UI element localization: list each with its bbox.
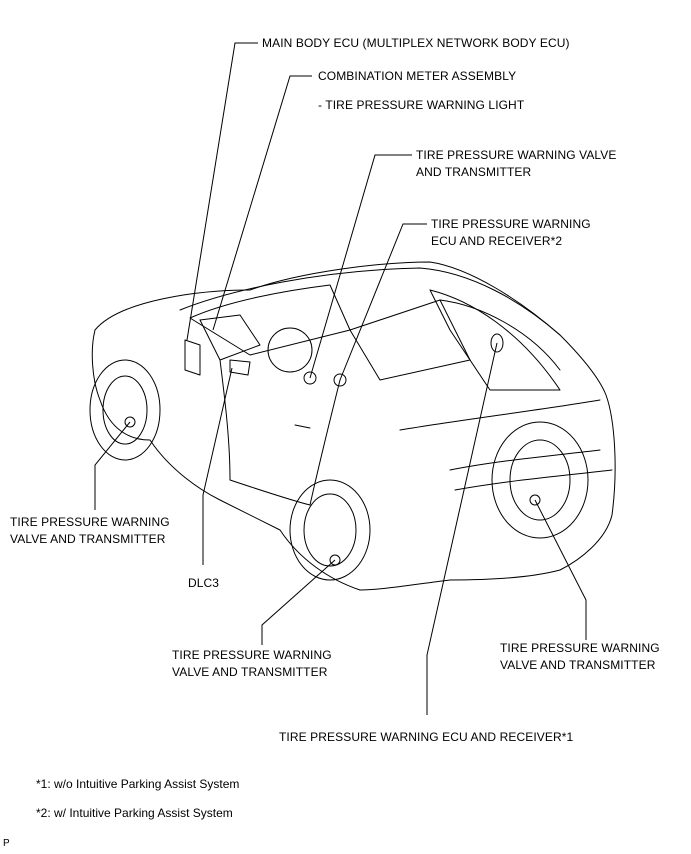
label-valve-rear-line2: VALVE AND TRANSMITTER [500,658,656,672]
label-dlc3: DLC3 [188,576,220,590]
label-ecu-receiver2-line2: ECU AND RECEIVER*2 [431,234,563,248]
leader-valve-left [94,421,131,510]
leader-valve-front [261,559,336,645]
side-window [349,299,471,381]
label-valve-left-line2: VALVE AND TRANSMITTER [10,532,166,546]
leader-lines [94,42,587,715]
trunk-lid [399,399,601,431]
front-door [219,359,341,506]
label-valve-front-line1: TIRE PRESSURE WARNING [172,648,332,662]
ecu-receiver2-component [333,373,347,387]
steering-wheel [267,327,313,373]
rear-right-wheel [491,421,589,539]
front-left-wheel [89,359,161,461]
valve-front-left-component [124,416,136,428]
label-valve-front-line2: VALVE AND TRANSMITTER [172,665,328,679]
footnote-2: *2: w/ Intuitive Parking Assist System [36,806,233,820]
leader-dlc3 [202,367,233,565]
ecu-receiver1-component [490,333,504,353]
leader-valve-top [309,154,412,379]
valve-rear-right-component [529,494,541,506]
valve-top-component [303,371,317,385]
label-ecu-receiver1: TIRE PRESSURE WARNING ECU AND RECEIVER*1 [279,730,574,744]
dashboard [199,314,261,361]
corner-mark: P [3,838,10,849]
label-warning-light: - TIRE PRESSURE WARNING LIGHT [318,98,525,112]
label-main-body-ecu: MAIN BODY ECU (MULTIPLEX NETWORK BODY EC… [262,36,570,50]
valve-rear-left-component [329,554,341,566]
label-valve-left-line1: TIRE PRESSURE WARNING [10,515,170,529]
label-valve-rear-line1: TIRE PRESSURE WARNING [500,641,660,655]
car-roofline [179,267,561,336]
rear-left-wheel [289,479,371,581]
leader-combination-meter [212,75,312,331]
leader-main-body-ecu [186,42,258,341]
label-valve-top-line1: TIRE PRESSURE WARNING VALVE [416,148,617,162]
rear-window [429,289,561,391]
windshield [189,284,351,356]
label-valve-top-line2: AND TRANSMITTER [416,165,532,179]
leader-valve-rear [534,499,587,640]
footnote-1: *1: w/o Intuitive Parking Assist System [36,777,240,791]
label-combination-meter: COMBINATION METER ASSEMBLY [318,69,517,83]
car-body-outline [91,261,616,591]
label-ecu-receiver2-line1: TIRE PRESSURE WARNING [431,217,591,231]
leader-ecu-receiver2 [339,223,427,381]
leader-ecu-receiver1 [426,342,498,715]
